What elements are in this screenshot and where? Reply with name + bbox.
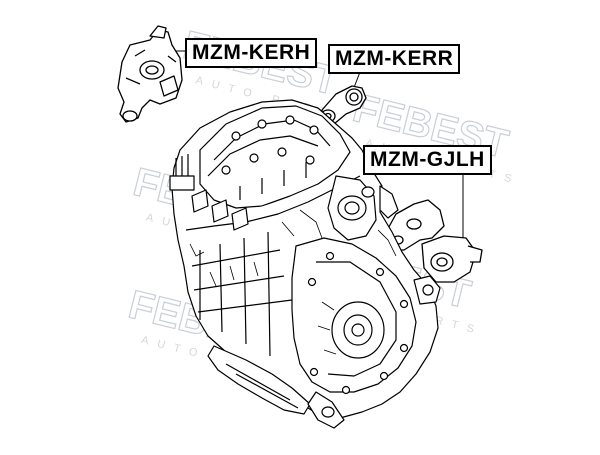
part-label-gjlh: MZM-GJLH	[363, 145, 492, 175]
engine-detail-strokes	[189, 209, 397, 355]
engine-block-drawing	[169, 99, 441, 429]
part-label-kerh: MZM-KERH	[185, 38, 318, 68]
mount-part-kerh	[117, 25, 183, 123]
part-label-kerr: MZM-KERR	[328, 44, 461, 74]
mount-part-gjlh	[383, 199, 483, 283]
mount-part-kerr	[320, 85, 367, 125]
